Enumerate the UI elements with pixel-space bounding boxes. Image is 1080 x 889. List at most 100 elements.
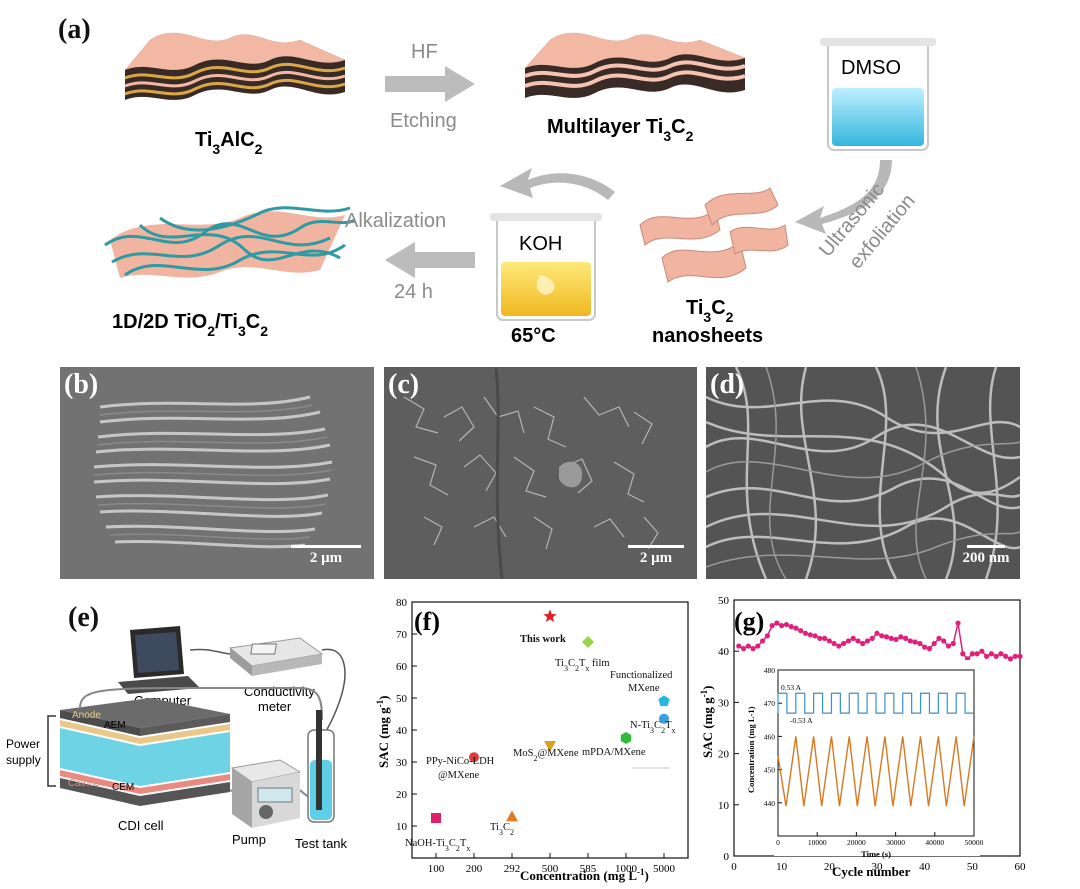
g-point xyxy=(812,633,818,639)
g-ylabel: SAC (mg g-1) xyxy=(699,685,715,758)
laptop-icon xyxy=(118,626,200,694)
test-tank-icon xyxy=(307,710,335,823)
f-ytick-label: 30 xyxy=(396,757,408,769)
conductivity-label-2: meter xyxy=(258,699,292,714)
g-point xyxy=(1012,653,1018,659)
g-point xyxy=(740,646,747,652)
g-point xyxy=(960,651,966,657)
f-xtick-label: 1000 xyxy=(615,863,638,875)
f-ytick-label: 70 xyxy=(396,629,408,641)
g-point xyxy=(879,633,885,639)
g-point xyxy=(988,651,994,657)
inset-ytick-label: 470 xyxy=(764,699,776,708)
g-point xyxy=(874,630,880,636)
inset-ytick-label: 450 xyxy=(764,766,776,775)
pump-icon xyxy=(230,759,302,828)
g-point xyxy=(802,630,809,636)
g-point xyxy=(755,643,761,649)
g-point xyxy=(931,640,937,647)
label-ti3c2tx-film: Ti3C2Tx film xyxy=(555,658,610,673)
label-this-work: This work xyxy=(520,634,566,645)
f-xtick-label: 200 xyxy=(466,863,483,875)
label-functionalized-1: Functionalized xyxy=(610,670,673,681)
g-point xyxy=(955,620,961,626)
pump-label: Pump xyxy=(232,832,266,847)
f-point xyxy=(620,732,632,744)
g-point xyxy=(888,635,894,641)
conductivity-label-1: Conductivity xyxy=(244,684,315,699)
f-ytick-label: 40 xyxy=(396,725,408,737)
g-xtick-label: 60 xyxy=(1015,861,1027,873)
ti3alc2-label: Ti3AlC2 xyxy=(195,129,263,157)
g-point xyxy=(788,624,794,630)
g-point xyxy=(936,635,942,641)
g-point xyxy=(993,653,999,659)
g-point xyxy=(945,643,952,649)
cathode-label: Cathode xyxy=(68,778,106,789)
f-point xyxy=(658,695,670,707)
label-naoh: NaOH-Ti3C2Tx xyxy=(405,838,470,853)
koh-label: KOH xyxy=(519,233,562,255)
inset-xtick-label: 10000 xyxy=(808,838,827,847)
g-point xyxy=(864,638,871,644)
label-ti3c2: Ti3C2 xyxy=(490,822,514,837)
f-xtick-label: 100 xyxy=(428,863,445,875)
g-xtick-label: 30 xyxy=(872,861,884,873)
inset-current-high-label: 0.53 A xyxy=(781,683,802,692)
sem-image-b: (b) 2 μm xyxy=(60,367,374,579)
inset-background xyxy=(774,660,980,856)
g-point xyxy=(1007,656,1014,662)
g-point xyxy=(798,628,804,634)
f-ytick-label: 60 xyxy=(396,661,408,673)
etching-label: Etching xyxy=(390,110,457,132)
g-point xyxy=(769,623,775,629)
f-ytick-label: 20 xyxy=(396,789,408,801)
g-point xyxy=(860,640,866,647)
g-point xyxy=(898,634,904,640)
inset-xtick-label: 50000 xyxy=(965,838,984,847)
alkalization-label: Alkalization xyxy=(345,210,446,232)
inset-xtick-label: 40000 xyxy=(925,838,944,847)
dmso-label: DMSO xyxy=(841,57,901,79)
nanosheets-drawing xyxy=(639,187,789,283)
cdi-setup-diagram: Computer Conductivity meter Anode AEM Ca… xyxy=(6,626,348,851)
g-point xyxy=(984,653,990,659)
f-xtick-label: 585 xyxy=(580,863,597,875)
cem-label: CEM xyxy=(112,782,134,793)
f-xtick-label: 5000 xyxy=(653,863,676,875)
scale-bar-c: 2 μm xyxy=(622,545,690,567)
panel-c-label: (c) xyxy=(388,369,420,400)
g-point xyxy=(883,634,890,640)
panel-e-label: (e) xyxy=(68,602,100,633)
f-ytick-label: 50 xyxy=(396,693,408,705)
inset-xlabel: Time (s) xyxy=(861,849,891,859)
g-xtick-label: 50 xyxy=(967,861,979,873)
ultrasonic-arrow xyxy=(795,160,892,234)
power-label-2: supply xyxy=(6,753,41,767)
ti3alc2-sheet xyxy=(124,32,346,101)
f-point xyxy=(544,741,556,752)
g-ytick-label: 30 xyxy=(718,697,730,709)
g-point xyxy=(926,646,933,652)
f-ytick-label: 80 xyxy=(396,597,408,609)
g-point xyxy=(807,632,813,638)
temperature-label: 65°C xyxy=(511,325,556,347)
f-xlabel: Concentration (mg L-1) xyxy=(520,867,649,883)
synthesis-scheme: Ti3AlC2 HF Etching Multilayer Ti3C2 DMSO… xyxy=(104,32,936,347)
g-point xyxy=(783,621,790,628)
g-point xyxy=(821,635,828,641)
f-ytick-label: 10 xyxy=(396,821,408,833)
g-point xyxy=(736,643,742,649)
label-ppy-1: PPy-NiCo-LDH xyxy=(426,756,495,767)
g-point xyxy=(793,625,799,631)
hf-arrow xyxy=(385,66,475,102)
inset-current-low-label: -0.53 A xyxy=(790,716,813,725)
g-point xyxy=(969,651,975,657)
cdi-cell-label: CDI cell xyxy=(118,818,164,833)
f-point xyxy=(543,609,557,623)
g-ytick-label: 40 xyxy=(718,646,730,658)
inset-xtick-label: 0 xyxy=(776,838,780,847)
g-xtick-label: 0 xyxy=(731,861,737,873)
